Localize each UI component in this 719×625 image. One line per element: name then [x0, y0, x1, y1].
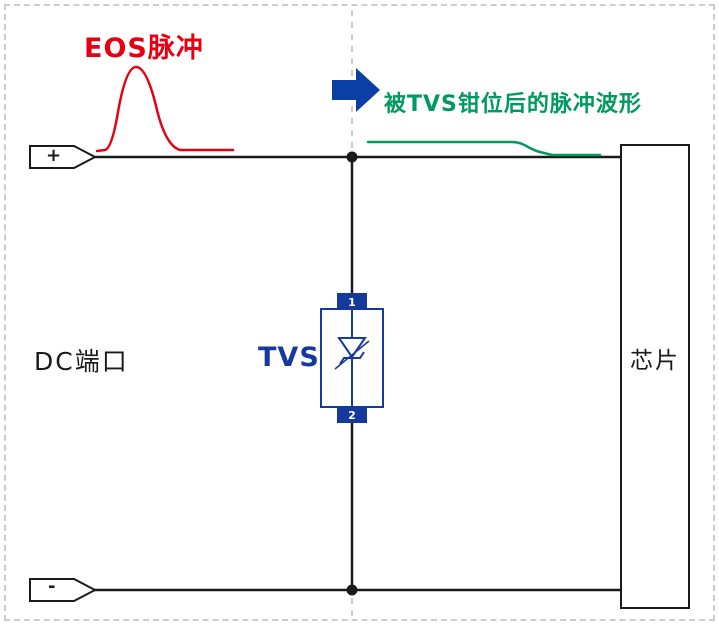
plus-terminal-label: +	[46, 145, 62, 166]
junction-dot-bottom	[346, 584, 358, 596]
tvs-diode-symbol	[334, 310, 370, 406]
right-arrow-icon	[332, 68, 380, 112]
tvs-label: TVS	[258, 342, 320, 373]
tvs-pin2-number: 2	[348, 409, 356, 422]
eos-pulse-waveform	[95, 65, 235, 153]
eos-pulse-label: EOS脉冲	[84, 33, 204, 64]
junction-dot-top	[346, 151, 358, 163]
plus-terminal-connector	[29, 145, 98, 169]
clamped-waveform	[366, 140, 602, 157]
clamped-waveform-label: 被TVS钳位后的脉冲波形	[384, 92, 642, 117]
chip-label: 芯片	[630, 348, 680, 374]
chip-box	[620, 144, 690, 609]
tvs-component: 1 2	[320, 293, 384, 423]
tvs-pin1	[337, 293, 367, 310]
tvs-pin1-number: 1	[348, 296, 356, 309]
tvs-pin2	[337, 406, 367, 423]
minus-terminal-label: -	[48, 576, 56, 597]
dc-port-label: DC端口	[34, 347, 129, 376]
minus-terminal-connector	[29, 578, 98, 602]
